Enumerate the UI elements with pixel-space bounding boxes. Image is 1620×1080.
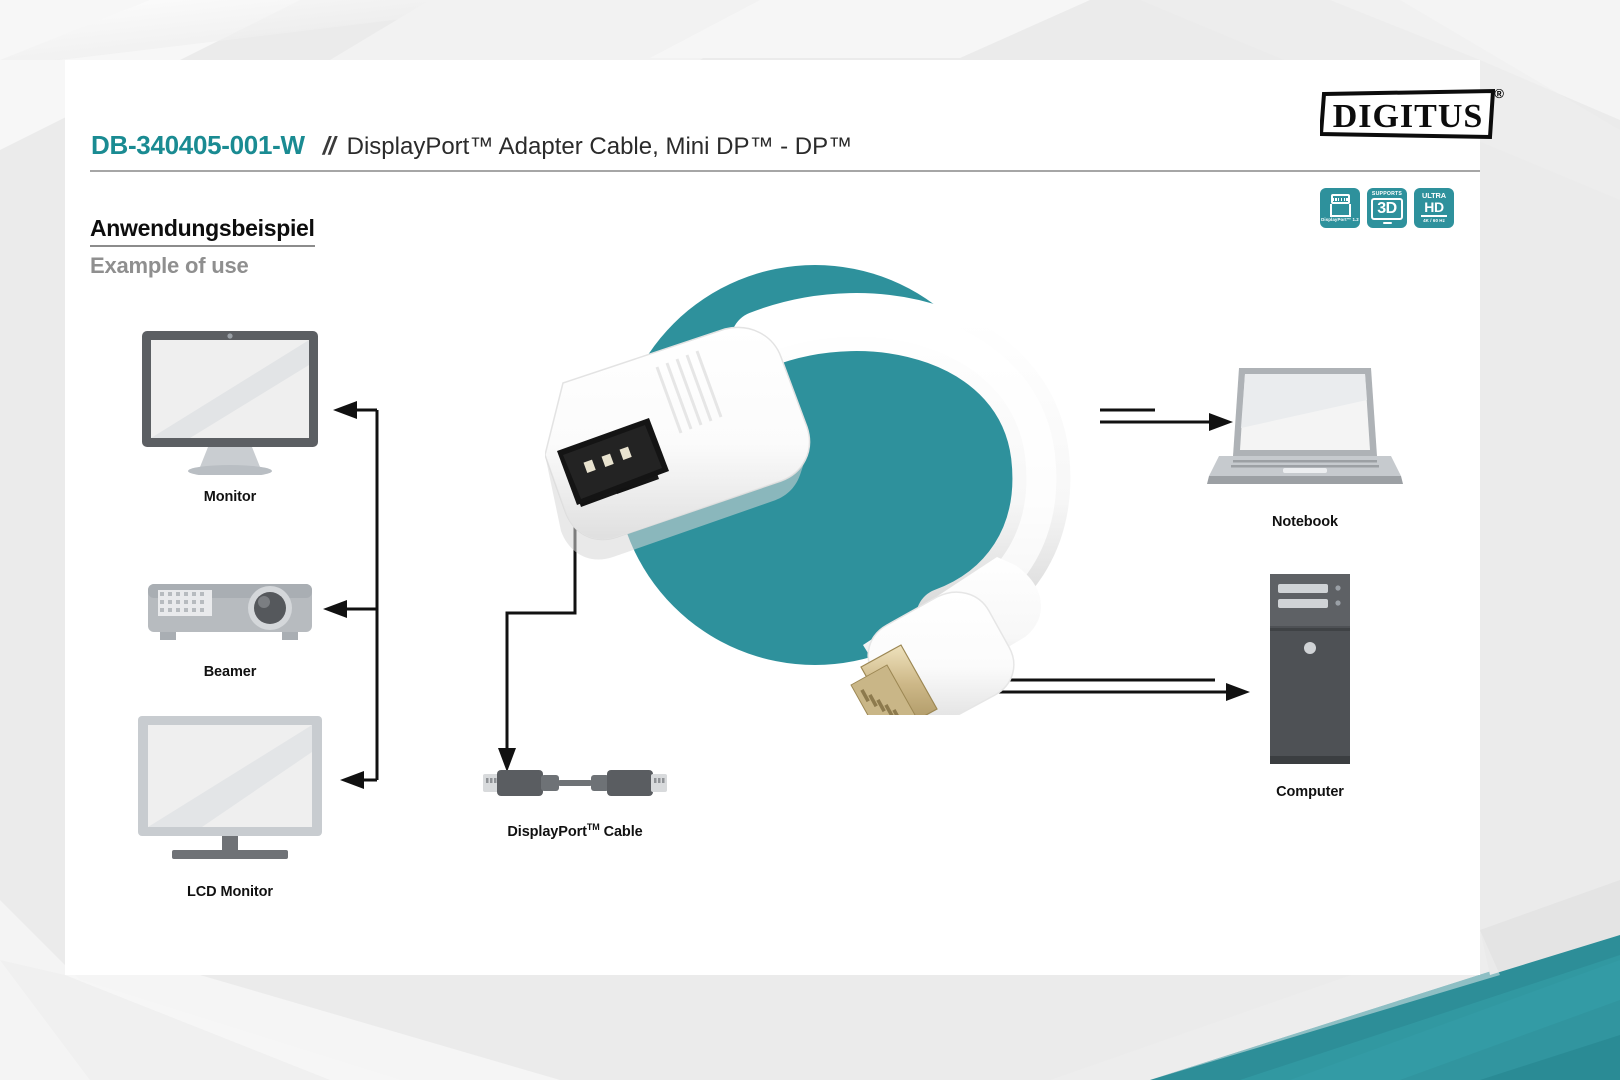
supports-3d-badge-label: 3D bbox=[1377, 200, 1397, 218]
product-header: DB-340405-001-W // DisplayPort™ Adapter … bbox=[90, 130, 1480, 172]
node-lcd-monitor-label: LCD Monitor bbox=[187, 884, 273, 900]
product-image bbox=[544, 265, 1105, 736]
feature-badge-row: DisplayPort™ 1.2 SUPPORTS 3D ULTRA HD 4K… bbox=[1320, 188, 1454, 228]
digitus-logo-text: DIGITUS bbox=[1333, 98, 1484, 135]
monitor-icon bbox=[142, 331, 318, 477]
node-monitor: Monitor bbox=[105, 325, 355, 505]
product-sku: DB-340405-001-W bbox=[91, 130, 305, 160]
node-beamer-label: Beamer bbox=[203, 664, 257, 680]
supports-3d-badge-top-label: SUPPORTS bbox=[1371, 190, 1403, 197]
dp-cable-icon bbox=[483, 770, 667, 796]
notebook-icon bbox=[1207, 368, 1403, 484]
ultra-hd-badge-top-label: ULTRA bbox=[1422, 191, 1446, 201]
displayport-female-connector bbox=[544, 326, 811, 560]
screen-stand-icon bbox=[1382, 222, 1392, 225]
displayport-connector-icon bbox=[1329, 193, 1351, 217]
ultra-hd-badge: ULTRA HD 4K / 60 Hz bbox=[1414, 188, 1454, 228]
lcd-monitor-icon bbox=[138, 716, 322, 859]
node-notebook-label: Notebook bbox=[1271, 514, 1339, 530]
node-dp-cable: DisplayPortTM Cable bbox=[450, 760, 700, 840]
supports-3d-badge: SUPPORTS 3D bbox=[1367, 188, 1407, 228]
node-beamer: Beamer bbox=[105, 570, 355, 680]
beamer-icon bbox=[148, 584, 312, 640]
registered-trademark-icon: ® bbox=[1494, 86, 1504, 101]
content-sheet: DIGITUS ® DB-340405-001-W // DisplayPort… bbox=[65, 60, 1504, 975]
product-title-row: DB-340405-001-W // DisplayPort™ Adapter … bbox=[90, 130, 1480, 170]
node-monitor-label: Monitor bbox=[203, 489, 257, 505]
section-heading-en: Example of use bbox=[90, 253, 249, 278]
node-lcd-monitor: LCD Monitor bbox=[105, 710, 355, 900]
ultra-hd-badge-label: HD bbox=[1424, 198, 1444, 215]
section-heading-de: Anwendungsbeispiel bbox=[90, 215, 315, 247]
displayport-12-badge-label: DisplayPort™ 1.2 bbox=[1321, 217, 1359, 223]
node-computer: Computer bbox=[1200, 570, 1420, 800]
dp-cable-label-main: DisplayPort bbox=[507, 823, 587, 840]
product-name: DisplayPort™ Adapter Cable, Mini DP™ - D… bbox=[346, 133, 853, 160]
title-separator: // bbox=[322, 132, 336, 160]
computer-icon bbox=[1270, 574, 1350, 764]
dp-cable-label-tail: Cable bbox=[599, 823, 643, 840]
section-heading: Anwendungsbeispiel Example of use bbox=[90, 215, 315, 279]
ultra-hd-divider-icon bbox=[1421, 215, 1447, 217]
dp-cable-label-tm: TM bbox=[586, 822, 600, 832]
screen-frame-icon: 3D bbox=[1371, 198, 1403, 221]
node-computer-label: Computer bbox=[1276, 784, 1344, 800]
displayport-12-badge: DisplayPort™ 1.2 bbox=[1320, 188, 1360, 228]
header-divider bbox=[90, 170, 1480, 172]
ultra-hd-badge-bottom-label: 4K / 60 Hz bbox=[1423, 218, 1445, 224]
mini-displayport-male-connector bbox=[850, 557, 1042, 736]
node-dp-cable-label: DisplayPortTM Cable bbox=[450, 822, 700, 840]
digitus-logo: DIGITUS ® bbox=[1320, 86, 1504, 140]
node-notebook: Notebook bbox=[1175, 360, 1435, 530]
